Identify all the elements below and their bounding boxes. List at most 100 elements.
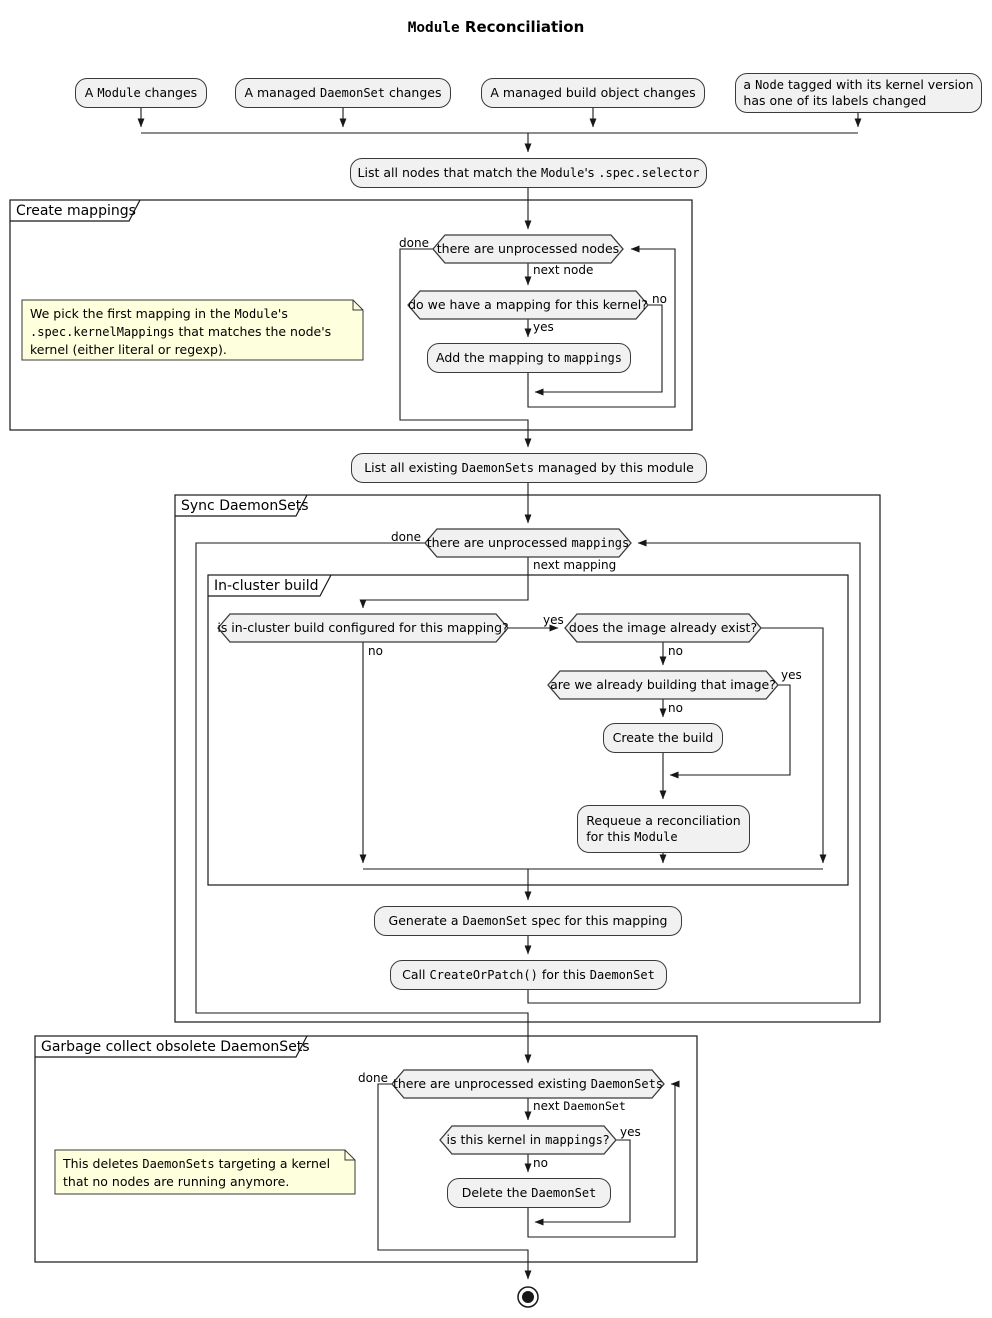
frame-in-cluster-build-tab (208, 574, 332, 597)
node-label: are we already building that image? (550, 677, 776, 692)
partition-frames (9, 199, 881, 1263)
decision-already-building: are we already building that image? (548, 671, 778, 699)
decision-shape-unprocessed-mappings (424, 528, 632, 558)
node-label: there are unprocessed existing DaemonSet… (392, 1076, 664, 1091)
edge-label-next-node: next node (533, 263, 594, 277)
activity-add-mapping: Add the mapping to mappings (427, 343, 631, 373)
decision-in-cluster-build-configured: is in-cluster build configured for this … (217, 614, 509, 642)
edge-nodes-loop-done (399, 248, 532, 448)
diagram-title: Module Reconciliation (407, 18, 585, 36)
start-event-module-changes: A Module changes (75, 78, 207, 108)
edge-image-yes (761, 627, 827, 864)
start-event-build-object-changes: A managed build object changes (481, 78, 705, 108)
node-label: there are unprocessed mappings (426, 535, 630, 550)
node-label: Call CreateOrPatch() for this DaemonSet (402, 967, 655, 982)
activity-delete-daemonset: Delete the DaemonSet (447, 1178, 611, 1208)
edge-label-next-daemonset: next DaemonSet (533, 1099, 626, 1113)
frame-in-cluster-build (207, 574, 849, 886)
start-event-daemonset-changes: A managed DaemonSet changes (235, 78, 451, 108)
node-label: A managed build object changes (490, 85, 696, 100)
edge-label-kernel-yes: yes (620, 1125, 641, 1139)
node-label: is in-cluster build configured for this … (217, 620, 509, 635)
edge-label-image-no: no (668, 644, 683, 658)
frame-sync-daemonsets (174, 494, 881, 1023)
edge-mappings-loop-next (359, 557, 529, 609)
edge-daemonsets-loop-back (527, 1080, 680, 1238)
edge-daemonsets-loop-done (377, 1083, 532, 1280)
final-node-dot-icon (522, 1291, 534, 1303)
edge-mappings-loop-back (527, 539, 861, 1004)
decision-kernel-in-mappings: is this kernel in mappings? (440, 1126, 616, 1154)
edge-label-building-yes: yes (781, 668, 802, 682)
frame-label-in-cluster-build: In-cluster build (214, 578, 319, 594)
edge-label-kernel-no: no (533, 1156, 548, 1170)
decision-unprocessed-nodes: there are unprocessed nodes (433, 235, 623, 263)
activity-generate-daemonset-spec: Generate a DaemonSet spec for this mappi… (374, 906, 682, 936)
node-label: A managed DaemonSet changes (244, 85, 442, 100)
edge-nodes-loop-back (527, 245, 676, 408)
edge-label-daemonsets-done: done (358, 1071, 388, 1085)
frame-garbage-collect (34, 1035, 698, 1263)
decision-mapping-for-kernel: do we have a mapping for this kernel? (408, 291, 648, 319)
frame-create-mappings-tab (10, 199, 141, 222)
edge-building-yes (669, 684, 791, 779)
edge-label-next-mapping: next mapping (533, 558, 617, 572)
decision-shape-mapping-for-kernel (407, 290, 649, 320)
activity-list-existing-daemonsets: List all existing DaemonSets managed by … (351, 453, 707, 483)
decision-shapes (217, 234, 779, 1155)
frame-label-create-mappings: Create mappings (16, 203, 136, 219)
connector-arrows (137, 108, 862, 1280)
note-fold-icon (352, 300, 363, 311)
decision-shape-in-cluster-configured (217, 613, 509, 643)
edge-label-mapping-yes: yes (533, 320, 554, 334)
edge-kernel-yes (534, 1139, 631, 1226)
node-label: List all nodes that match the Module's .… (357, 165, 700, 180)
note-pick-mapping: We pick the first mapping in the Module'… (30, 306, 332, 357)
edge-label-mapping-no: no (652, 292, 667, 306)
node-label: Delete the DaemonSet (461, 1185, 597, 1200)
note-shape-pick-mapping (21, 299, 364, 361)
node-label: does the image already exist? (568, 620, 758, 635)
node-label: there are unprocessed nodes (436, 241, 620, 256)
decision-shape-unprocessed-existing (391, 1069, 665, 1099)
decision-unprocessed-mappings: there are unprocessed mappings (425, 529, 631, 557)
edge-label-in-cluster-yes: yes (543, 613, 564, 627)
decision-shape-unprocessed-nodes (432, 234, 624, 264)
node-label: is this kernel in mappings? (446, 1132, 610, 1147)
decision-shape-kernel-in-mappings (439, 1125, 617, 1155)
activity-call-create-or-patch: Call CreateOrPatch() for this DaemonSet (390, 960, 667, 990)
decision-shape-image-exists (564, 613, 762, 643)
edge-label-nodes-done: done (399, 236, 429, 250)
edge-label-in-cluster-no: no (368, 644, 383, 658)
node-label: do we have a mapping for this kernel? (408, 297, 648, 312)
note-shapes (21, 299, 364, 1195)
decision-image-already-exists: does the image already exist? (565, 614, 761, 642)
decision-unprocessed-existing-daemonsets: there are unprocessed existing DaemonSet… (392, 1070, 664, 1098)
note-fold-icon (344, 1150, 355, 1161)
node-label: Add the mapping to mappings (436, 350, 622, 365)
node-label: Create the build (612, 730, 714, 745)
activity-list-matching-nodes: List all nodes that match the Module's .… (350, 158, 707, 188)
edge-label-building-no: no (668, 701, 683, 715)
final-node (517, 1286, 539, 1308)
node-label: A Module changes (84, 85, 198, 100)
edge-label-mappings-done: done (391, 530, 421, 544)
frame-label-sync-daemonsets: Sync DaemonSets (181, 498, 309, 514)
note-delete-daemonsets: This deletes DaemonSets targeting a kern… (63, 1156, 331, 1189)
frame-sync-daemonsets-tab (175, 494, 308, 517)
node-label: Generate a DaemonSet spec for this mappi… (388, 913, 668, 928)
edge-mappings-loop-done (195, 542, 532, 1064)
decision-shape-already-building (547, 670, 779, 700)
activity-create-build: Create the build (603, 723, 723, 753)
note-shape-delete (54, 1149, 356, 1195)
frame-garbage-collect-tab (35, 1035, 308, 1058)
frame-create-mappings (9, 199, 693, 431)
frame-label-garbage-collect: Garbage collect obsolete DaemonSets (41, 1039, 310, 1055)
edge-mapping-no (534, 304, 663, 396)
